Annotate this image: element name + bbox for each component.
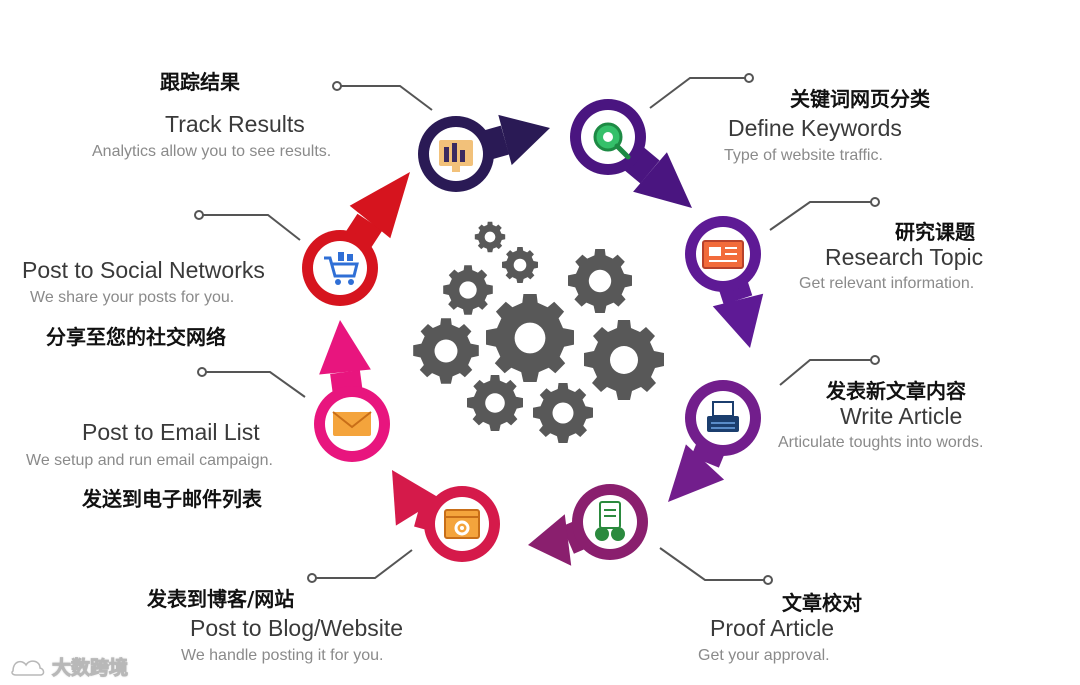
step-label-cn-define: 关键词网页分类 [790,87,930,111]
analytics-icon [439,140,473,172]
gear-cluster [413,221,664,443]
keyword-search-icon [593,122,631,160]
step-title-research: Research Topic [825,244,984,270]
step-label-cn-research: 研究课题 [895,220,975,244]
website-icon [444,509,480,539]
arrow-head [668,444,725,502]
step-label-cn-proof: 文章校对 [782,591,862,615]
step-node-email [314,320,390,462]
step-title-track: Track Results [165,111,305,137]
step-label-cn-write: 发表新文章内容 [826,379,966,403]
gear-icon [467,375,523,431]
step-title-define: Define Keywords [728,115,902,141]
leader-lines [194,73,880,585]
watermark-logo-icon [11,660,45,676]
step-node-write [668,380,761,502]
watermark: 大数跨境 [10,653,150,679]
step-node-track [418,114,550,192]
gear-icon [486,294,574,382]
step-title-proof: Proof Article [710,615,834,641]
step-subtitle-proof: Get your approval. [698,647,830,664]
step-title-blog: Post to Blog/Website [190,615,404,641]
arrow-head [633,152,692,208]
gear-icon [568,249,632,313]
step-subtitle-social: We share your posts for you. [30,289,235,306]
typewriter-icon [707,401,739,432]
arrow-head [392,470,441,526]
gear-icon [584,320,664,400]
step-subtitle-email: We setup and run email campaign. [26,452,273,469]
gear-icon [443,265,493,315]
gear-icon [533,383,593,443]
step-label-cn-blog: 发表到博客/网站 [147,587,295,611]
step-subtitle-track: Analytics allow you to see results. [92,143,332,160]
gear-icon [502,247,538,283]
step-subtitle-define: Type of website traffic. [724,147,883,164]
proofread-icon [595,501,625,541]
step-node-research [685,216,764,348]
gear-icon [474,221,506,253]
step-label-cn-track: 跟踪结果 [160,70,240,94]
step-subtitle-blog: We handle posting it for you. [181,647,384,664]
arrow-head [349,172,410,239]
step-title-social: Post to Social Networks [22,257,265,283]
arrow-head [319,320,371,375]
step-subtitle-write: Articulate toughts into words. [778,434,984,451]
document-icon [702,240,744,269]
envelope-icon [332,411,372,436]
arrow-head [712,293,764,348]
step-subtitle-research: Get relevant information. [799,275,975,292]
step-label-cn-email: 发送到电子邮件列表 [82,487,262,511]
arrow-head [498,114,550,166]
node-center [313,241,367,295]
step-node-social [302,172,410,306]
step-label-cn-social: 分享至您的社交网络 [46,325,226,349]
share-cart-icon [324,252,359,285]
step-node-proof [528,484,648,566]
step-node-define [570,99,692,208]
step-title-email: Post to Email List [82,419,260,445]
arrow-head [528,514,572,566]
watermark-text: 大数跨境 [51,656,129,679]
step-title-write: Write Article [840,403,963,429]
gear-icon [413,318,479,384]
